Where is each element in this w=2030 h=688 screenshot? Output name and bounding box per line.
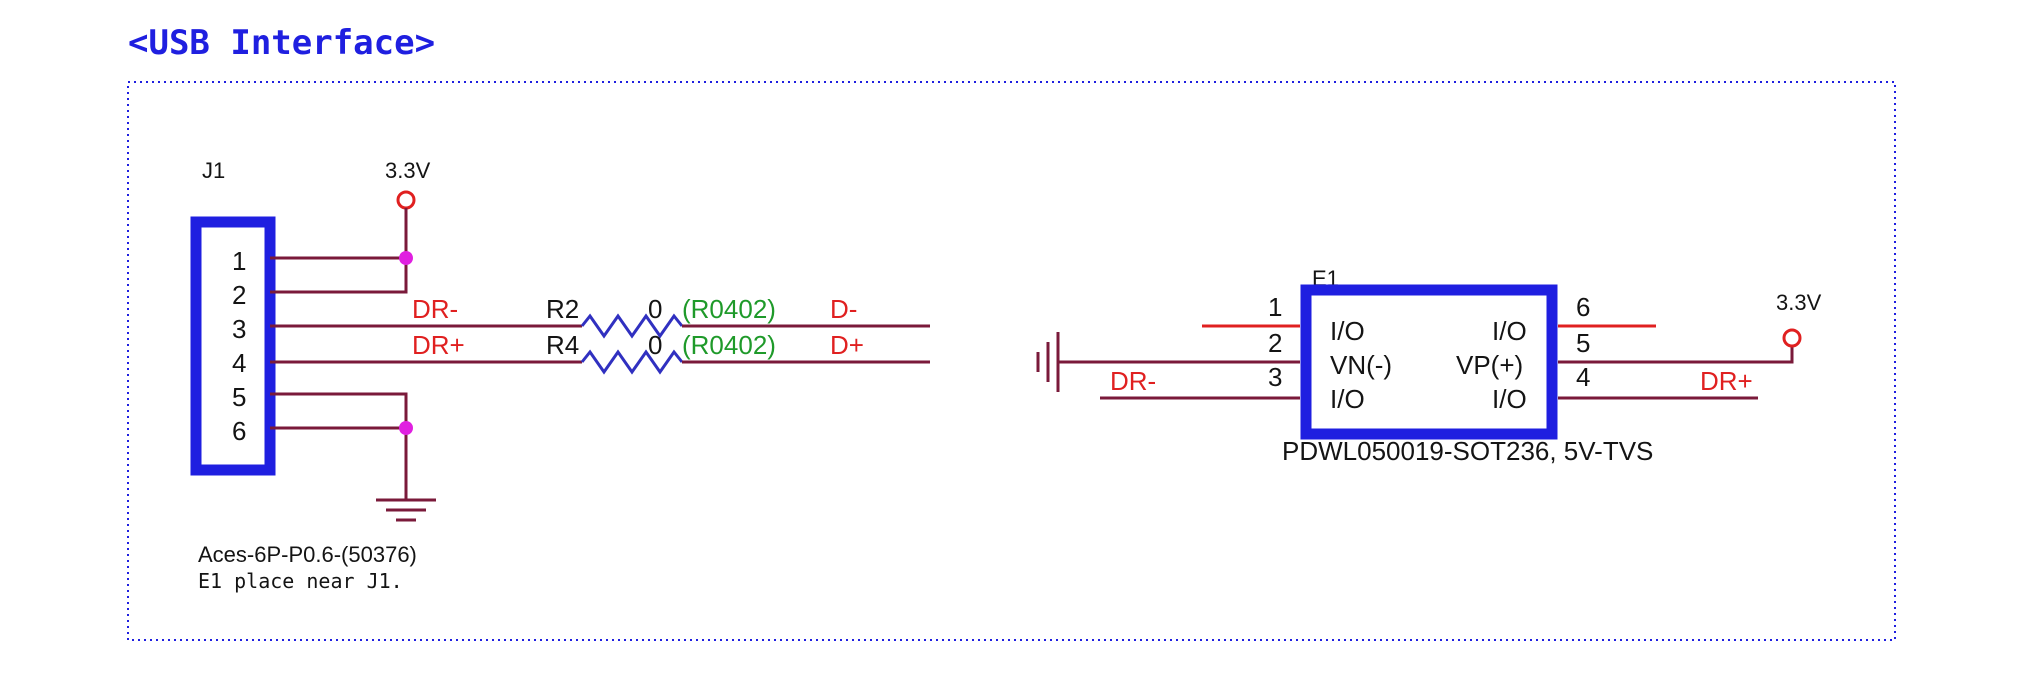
tvs-pin1-name: I/O	[1330, 316, 1365, 346]
tvs-pin4-name: I/O	[1492, 384, 1527, 414]
net-label-dr-minus: DR-	[412, 294, 458, 324]
power-label-right: 3.3V	[1776, 290, 1822, 315]
net-label-dr-plus: DR+	[412, 330, 465, 360]
tvs-pin3-number: 3	[1268, 362, 1282, 392]
net-label-tvs-dr-minus: DR-	[1110, 366, 1156, 396]
tvs-pin5-name: VP(+)	[1456, 350, 1523, 380]
wire-pin2	[270, 258, 408, 294]
connector-pin-3: 3	[232, 314, 246, 344]
tvs-pin4-number: 4	[1576, 362, 1590, 392]
connector-part-label: Aces-6P-P0.6-(50376)	[198, 542, 417, 567]
resistor-r4-value: 0	[648, 330, 662, 360]
power-symbol-left: 3.3V	[385, 158, 431, 258]
junction-dot-ground	[399, 421, 413, 435]
resistor-r4-ref: R4	[546, 330, 579, 360]
connector-ref: J1	[202, 158, 225, 183]
tvs-pin6-name: I/O	[1492, 316, 1527, 346]
resistor-r2-package: (R0402)	[682, 294, 776, 324]
power-symbol-right: 3.3V	[1776, 290, 1822, 348]
tvs-pin2-name: VN(-)	[1330, 350, 1392, 380]
tvs-pin2-number: 2	[1268, 328, 1282, 358]
power-pin-circle-right	[1782, 328, 1802, 348]
resistor-r4-package: (R0402)	[682, 330, 776, 360]
net-label-d-plus: D+	[830, 330, 864, 360]
resistor-r2-ref: R2	[546, 294, 579, 324]
resistor-r2	[580, 313, 684, 339]
connector-pin-4: 4	[232, 348, 246, 378]
net-label-tvs-dr-plus: DR+	[1700, 366, 1753, 396]
resistor-r4	[580, 349, 684, 375]
ground-symbol-bottom	[376, 498, 436, 522]
junction-dot-power	[399, 251, 413, 265]
net-label-d-minus: D-	[830, 294, 857, 324]
connector-j1: J1 1 2 3 4 5 6 Aces-6P-P0.6-(50376) E1 p…	[190, 158, 417, 593]
placement-note: E1 place near J1.	[198, 569, 403, 593]
resistor-r2-value: 0	[648, 294, 662, 324]
tvs-part-label: PDWL050019-SOT236, 5V-TVS	[1282, 436, 1653, 466]
connector-pin-2: 2	[232, 280, 246, 310]
schematic-frame	[127, 81, 1896, 641]
tvs-pin1-number: 1	[1268, 292, 1282, 322]
connector-body	[190, 216, 276, 476]
tvs-pin6-number: 6	[1576, 292, 1590, 322]
connector-pin-5: 5	[232, 382, 246, 412]
power-label-left: 3.3V	[385, 158, 431, 183]
tvs-body	[1300, 284, 1558, 440]
connector-pin-6: 6	[232, 416, 246, 446]
tvs-pin5-number: 5	[1576, 328, 1590, 358]
wire-pin5	[270, 392, 408, 500]
tvs-e1: E1 I/O VN(-) I/O I/O VP(+) I/O 1 2 3 6 5…	[1058, 266, 1794, 466]
tvs-pin3-name: I/O	[1330, 384, 1365, 414]
schematic-title: <USB Interface>	[128, 23, 435, 63]
power-pin-circle	[396, 190, 416, 210]
ground-symbol-tvs	[1036, 332, 1060, 392]
tvs-pin5-lead	[1558, 346, 1794, 364]
connector-pin-1: 1	[232, 246, 246, 276]
